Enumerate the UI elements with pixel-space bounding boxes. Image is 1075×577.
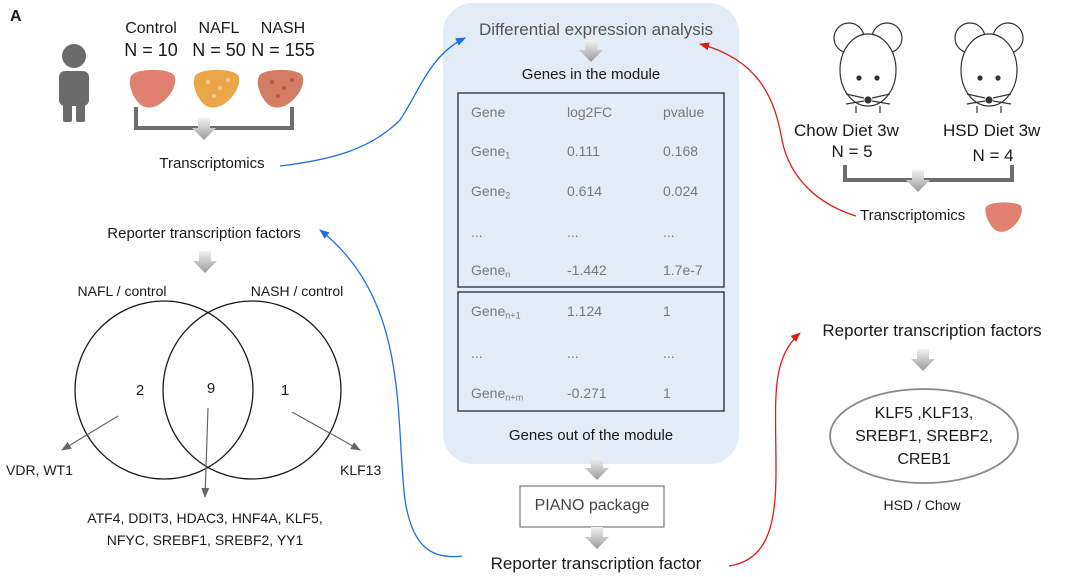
liver-icon-control — [129, 69, 176, 108]
table-cell-pvalue: 1 — [663, 385, 671, 401]
liver-icon-nafl — [193, 69, 240, 108]
center-panel — [443, 3, 739, 464]
mouse-tf-ellipse — [829, 388, 1019, 484]
genes-out-module-label: Genes out of the module — [508, 427, 674, 444]
venn-count-right: 1 — [280, 382, 290, 399]
group-label-control: Control — [125, 20, 177, 37]
table-cell-log2fc: ... — [567, 224, 579, 240]
mouse-reporter-tf-title: Reporter transcription factors — [822, 321, 1042, 340]
blue-connector-human — [279, 37, 466, 167]
chow-n-label: N = 5 — [831, 142, 873, 161]
hsd-diet-label: HSD Diet 3w — [943, 121, 1041, 140]
table-cell-log2fc: ... — [567, 345, 579, 361]
liver-icon-mouse — [985, 202, 1022, 232]
mouse-icon-hsd — [954, 22, 1024, 113]
col-header-pvalue: pvalue — [663, 104, 705, 120]
table-cell-log2fc: -0.271 — [567, 385, 607, 401]
table-cell-pvalue: 0.024 — [663, 183, 699, 199]
panel-label: A — [10, 8, 22, 25]
down-arrow — [192, 118, 216, 140]
human-bracket — [134, 107, 294, 130]
blue-connector-reporter — [319, 229, 463, 558]
table-cell-log2fc: 1.124 — [567, 303, 603, 319]
mouse-tf-line-2: SREBF1, SREBF2, — [855, 428, 993, 445]
table-cell-log2fc: -1.442 — [567, 262, 607, 278]
venn-label-nash: NASH / control — [250, 283, 344, 299]
venn-circle-nash — [162, 300, 342, 480]
red-connector-mouse — [699, 42, 857, 217]
table-cell-log2fc: 0.111 — [567, 143, 600, 159]
table-row: Gene1 — [471, 143, 511, 161]
mouse-tf-line-1: KLF5 ,KLF13, — [874, 405, 974, 422]
table-row: Genen+1 — [471, 303, 521, 321]
venn-shared-tfs-line-2: NFYC, SREBF1, SREBF2, YY1 — [106, 532, 304, 548]
group-n-nash: N = 155 — [251, 40, 315, 60]
down-arrow — [585, 527, 609, 549]
venn-circle-nafl — [74, 300, 254, 480]
venn-count-left: 2 — [135, 382, 145, 399]
venn-arrow-center — [201, 407, 210, 498]
liver-icon-nash — [257, 69, 304, 108]
mouse-tf-line-3: CREB1 — [897, 451, 951, 468]
table-row: Genen — [471, 262, 511, 280]
down-arrow — [585, 458, 609, 480]
table-cell-pvalue: 1 — [663, 303, 671, 319]
differential-expression-title: Differential expression analysis — [478, 20, 714, 39]
table-row: Gene2 — [471, 183, 511, 201]
table-cell-pvalue: ... — [663, 224, 675, 240]
genes-out-table — [457, 291, 725, 412]
down-arrow — [911, 349, 935, 371]
venn-arrow-left — [61, 415, 119, 451]
human-transcriptomics-label: Transcriptomics — [159, 155, 265, 172]
venn-reporter-tf-title: Reporter transcription factors — [107, 225, 301, 242]
venn-left-tfs: VDR, WT1 — [6, 462, 73, 478]
group-n-nafl: N = 50 — [192, 40, 246, 60]
person-icon — [59, 44, 89, 122]
genes-in-module-label: Genes in the module — [521, 66, 661, 83]
venn-label-nafl: NAFL / control — [77, 283, 167, 299]
table-cell-pvalue: ... — [663, 345, 675, 361]
group-n-control: N = 10 — [124, 40, 178, 60]
chow-diet-label: Chow Diet 3w — [794, 121, 899, 140]
venn-right-tfs: KLF13 — [340, 462, 382, 478]
hsd-chow-comparison-label: HSD / Chow — [883, 497, 961, 513]
hsd-n-label: N = 4 — [972, 146, 1014, 165]
venn-count-both: 9 — [206, 380, 216, 397]
table-row: ... — [471, 345, 483, 361]
group-label-nash: NASH — [260, 20, 306, 37]
piano-package-label: PIANO package — [534, 497, 650, 514]
venn-shared-tfs-line-1: ATF4, DDIT3, HDAC3, HNF4A, KLF5, — [87, 510, 323, 526]
group-label-nafl: NAFL — [198, 20, 240, 37]
table-row: ... — [471, 224, 483, 240]
col-header-log2fc: log2FC — [567, 104, 613, 120]
down-arrow — [579, 40, 603, 62]
table-cell-log2fc: 0.614 — [567, 183, 603, 199]
table-cell-pvalue: 0.168 — [663, 143, 699, 159]
genes-in-table — [457, 92, 725, 288]
venn-arrow-right — [291, 411, 361, 451]
table-row: Genen+m — [471, 385, 524, 403]
col-header-gene: Gene — [471, 104, 506, 120]
red-connector-reporter — [728, 332, 801, 567]
mouse-bracket — [843, 165, 1014, 182]
mouse-icon-chow — [833, 22, 903, 113]
reporter-transcription-factor-label: Reporter transcription factor — [490, 554, 702, 573]
table-cell-pvalue: 1.7e-7 — [663, 262, 703, 278]
mouse-transcriptomics-label: Transcriptomics — [860, 207, 966, 224]
piano-box — [519, 485, 665, 528]
down-arrow — [906, 170, 930, 192]
down-arrow — [193, 251, 217, 273]
